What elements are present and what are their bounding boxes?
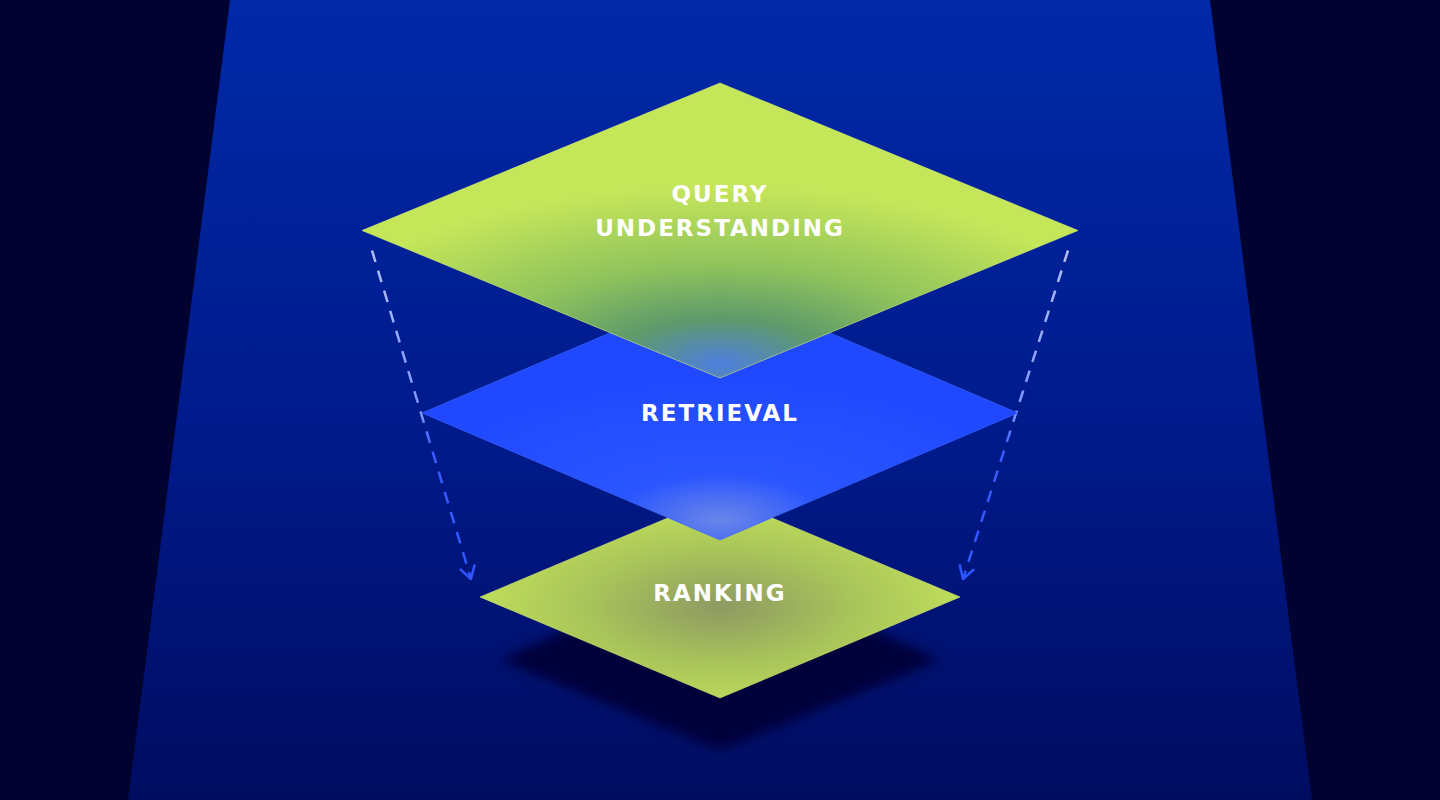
stage-label: QUERY UNDERSTANDING [585, 177, 855, 245]
diamond-fill [480, 496, 960, 698]
arrow-head [960, 565, 974, 579]
light-beam [128, 0, 1312, 800]
arrow-head [461, 565, 475, 579]
diamond-fill [362, 83, 1078, 378]
query-diamond: QUERY UNDERSTANDING [362, 83, 1078, 378]
diamond-fill [422, 286, 1018, 540]
stage-label: RETRIEVAL [641, 396, 799, 430]
stage-label: RANKING [653, 576, 786, 610]
